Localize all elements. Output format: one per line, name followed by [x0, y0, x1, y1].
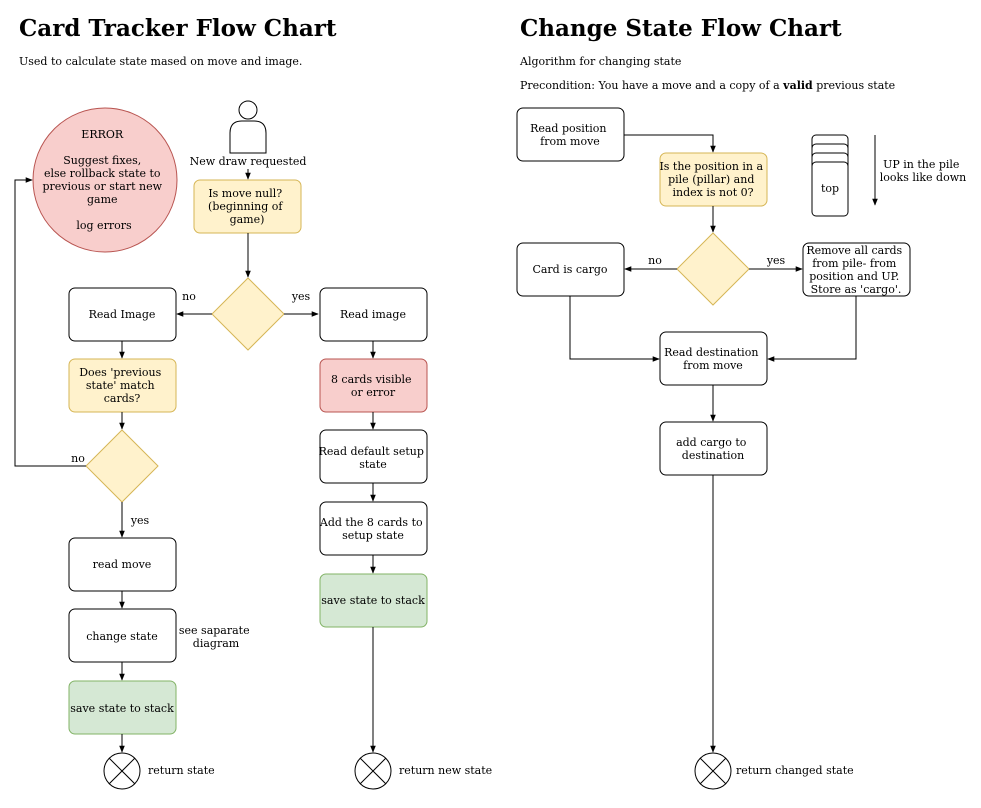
yes-label-move-null: yes — [291, 290, 311, 303]
is-position-node: Is the position in a pile (pillar) and i… — [659, 152, 768, 207]
remove-cards-node: Remove all cards from pile- from positio… — [802, 242, 911, 297]
return-state-terminator — [103, 752, 141, 790]
error-node: ERROR Suggest fixes, else rollback state… — [32, 107, 178, 253]
right-chart-title: Change State Flow Chart — [520, 15, 842, 42]
eight-cards-node: 8 cards visible or error — [319, 358, 428, 413]
svg-text:save state to stack: save state to stack — [321, 594, 425, 607]
right-chart-subtitle: Algorithm for changing state — [519, 55, 681, 68]
no-label-position: no — [648, 254, 662, 267]
read-image-left-node: Read Image — [68, 287, 177, 342]
svg-text:add cargo to destination: add cargo to destination — [676, 436, 750, 462]
svg-text:Add the 8 cards to setup: Add the 8 cards to setup state — [319, 516, 426, 542]
add-cargo-node: add cargo to destination — [659, 421, 768, 476]
decision-diamond-position — [676, 232, 750, 306]
add-eight-cards-node: Add the 8 cards to setup state — [319, 501, 428, 556]
change-state-node: change state — [68, 608, 177, 663]
pile-top-label: top — [821, 182, 839, 195]
read-move-node: read move — [68, 537, 177, 592]
svg-text:change state: change state — [86, 630, 158, 643]
return-new-state-terminator — [354, 752, 392, 790]
return-state-label: return state — [148, 764, 215, 777]
svg-text:Card is cargo: Card is cargo — [532, 263, 607, 276]
see-separate-note: see saparate diagram — [179, 624, 253, 650]
decision-diamond-move-null — [211, 277, 285, 351]
svg-text:Does 'previous state' ma: Does 'previous state' match cards? — [79, 366, 165, 405]
actor-label: New draw requested — [190, 155, 307, 168]
yes-label-position: yes — [766, 254, 786, 267]
card-is-cargo-node: Card is cargo — [516, 242, 625, 297]
svg-text:Read destination from mo: Read destination from move — [664, 346, 762, 372]
svg-text:Is move null? (beginning: Is move null? (beginning of game) — [208, 187, 286, 226]
read-default-setup-node: Read default setup state — [319, 429, 428, 484]
svg-text:8 cards visible or error: 8 cards visible or error — [331, 373, 415, 399]
left-chart-title: Card Tracker Flow Chart — [19, 15, 337, 42]
card-pile-icon: top — [811, 134, 849, 217]
yes-label-match: yes — [130, 514, 150, 527]
save-state-left-node: save state to stack — [68, 680, 177, 735]
svg-text:Read default setup state: Read default setup state — [319, 445, 428, 471]
actor-icon — [229, 100, 267, 154]
up-pile-note: UP in the pile looks like down — [880, 158, 966, 184]
decision-diamond-match — [85, 429, 159, 503]
save-state-right-node: save state to stack — [319, 573, 428, 628]
no-label-move-null: no — [182, 290, 196, 303]
is-move-null-node: Is move null? (beginning of game) — [193, 179, 302, 234]
svg-text:save state to stack: save state to stack — [70, 702, 174, 715]
svg-text:read move: read move — [93, 558, 152, 571]
does-previous-match-node: Does 'previous state' match cards? — [68, 358, 177, 413]
return-new-state-label: return new state — [399, 764, 492, 777]
read-image-right-node: Read image — [319, 287, 428, 342]
svg-text:Read Image: Read Image — [89, 308, 156, 321]
svg-text:Read image: Read image — [340, 308, 406, 321]
error-node-text: ERROR Suggest fixes, else rollback state… — [42, 128, 165, 232]
svg-text:Is the position in a pil: Is the position in a pile (pillar) and i… — [659, 160, 766, 199]
svg-text:Read position from move: Read position from move — [530, 122, 610, 148]
read-position-node: Read position from move — [516, 107, 625, 162]
svg-text:Remove all cards from pi: Remove all cards from pile- from positio… — [806, 244, 905, 296]
no-label-match: no — [71, 452, 85, 465]
return-changed-state-label: return changed state — [736, 764, 854, 777]
return-changed-state-terminator — [694, 752, 732, 790]
left-chart-subtitle: Used to calculate state mased on move an… — [19, 55, 302, 68]
precondition-text: Precondition: You have a move and a copy… — [520, 79, 895, 92]
read-destination-node: Read destination from move — [659, 331, 768, 386]
